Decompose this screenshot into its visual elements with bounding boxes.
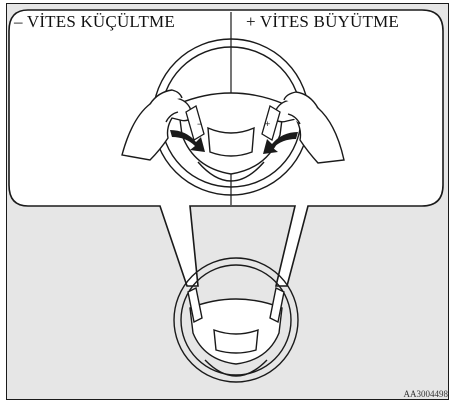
figure-code: AA3004498 [404,389,449,399]
downshift-label: – VİTES KÜÇÜLTME [14,12,175,32]
svg-text:−: − [197,119,202,129]
upshift-label: + VİTES BÜYÜTME [246,12,399,32]
steering-wheel-small [174,258,298,382]
svg-text:+: + [265,119,270,129]
